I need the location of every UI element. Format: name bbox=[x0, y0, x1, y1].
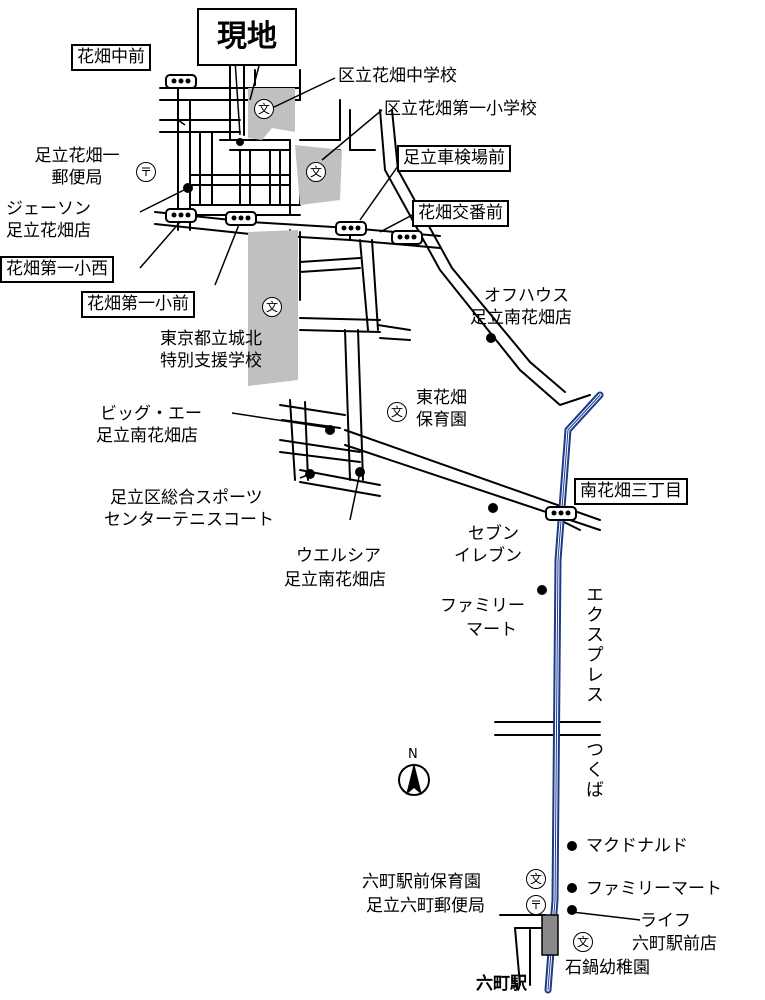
label-welcia-2: 足立南花畑店 bbox=[284, 570, 386, 590]
bus-stop-hanahata-daiichi-shomae: 花畑第一小前 bbox=[81, 291, 195, 318]
school-icon: 文 bbox=[387, 402, 407, 422]
label-sports-center-2: センターテニスコート bbox=[104, 510, 274, 530]
label-hanahata-daiichi-elementary: 区立花畑第一小学校 bbox=[384, 99, 537, 119]
school-icon: 文 bbox=[526, 869, 546, 889]
label-jason-1: ジェーソン bbox=[6, 199, 91, 219]
label-rokucho-station: 六町駅 bbox=[476, 974, 527, 994]
label-seven-eleven-2: イレブン bbox=[454, 546, 522, 566]
label-rokucho-po: 足立六町郵便局 bbox=[366, 896, 485, 916]
label-higashi-hanahata-nursery-2: 保育園 bbox=[416, 410, 467, 430]
label-higashi-hanahata-nursery-1: 東花畑 bbox=[416, 388, 467, 408]
bus-stop-minamihanahata-3chome: 南花畑三丁目 bbox=[574, 478, 688, 505]
label-ashidachi-hanahata-po-1: 足立花畑一 bbox=[34, 146, 120, 166]
label-off-house-1: オフハウス bbox=[484, 286, 569, 306]
label-big-a-2: 足立南花畑店 bbox=[96, 426, 198, 446]
bus-stop-hanahata-kobanmae: 花畑交番前 bbox=[412, 200, 509, 227]
bus-stop-hanahata-daiichi-shonishi: 花畑第一小西 bbox=[0, 256, 114, 283]
label-sports-center-1: 足立区総合スポーツ bbox=[110, 488, 263, 508]
label-johoku-special-2: 特別支援学校 bbox=[160, 351, 262, 371]
label-off-house-2: 足立南花畑店 bbox=[470, 308, 572, 328]
school-icon: 文 bbox=[306, 162, 326, 182]
label-jason-2: 足立花畑店 bbox=[6, 221, 91, 241]
compass-north-label: N bbox=[408, 747, 418, 762]
label-ishinabe-kindergarten: 石鍋幼稚園 bbox=[565, 958, 650, 978]
site-label: 現地 bbox=[197, 8, 297, 66]
railway-label-tsukuba: つくば bbox=[583, 740, 604, 800]
school-icon: 文 bbox=[262, 297, 282, 317]
school-icon: 文 bbox=[573, 932, 593, 952]
label-big-a-1: ビッグ・エー bbox=[100, 404, 202, 424]
label-familymart-1-b: マート bbox=[466, 620, 517, 640]
compass-rose bbox=[398, 763, 430, 796]
label-johoku-special-1: 東京都立城北 bbox=[160, 329, 262, 349]
label-life-2: 六町駅前店 bbox=[632, 934, 717, 954]
school-icon: 文 bbox=[254, 99, 274, 119]
label-mcdonalds: マクドナルド bbox=[586, 836, 688, 856]
post-office-icon: 〒 bbox=[136, 162, 156, 182]
label-rokucho-ekimae-nursery: 六町駅前保育園 bbox=[362, 872, 481, 892]
label-seven-eleven-1: セブン bbox=[468, 524, 519, 544]
railway-label-express: エクスプレス bbox=[583, 585, 604, 705]
label-hanahata-junior-high: 区立花畑中学校 bbox=[338, 66, 457, 86]
bus-stop-ashidachi-shakenjomae: 足立車検場前 bbox=[397, 145, 511, 172]
label-familymart-2: ファミリーマート bbox=[586, 879, 722, 899]
label-life-1: ライフ bbox=[640, 911, 691, 931]
post-office-icon: 〒 bbox=[526, 895, 546, 915]
bus-stop-hanahata-chumae: 花畑中前 bbox=[71, 44, 151, 71]
label-familymart-1-a: ファミリー bbox=[440, 596, 525, 616]
label-ashidachi-hanahata-po-2: 郵便局 bbox=[51, 168, 103, 188]
label-welcia-1: ウエルシア bbox=[296, 546, 381, 566]
